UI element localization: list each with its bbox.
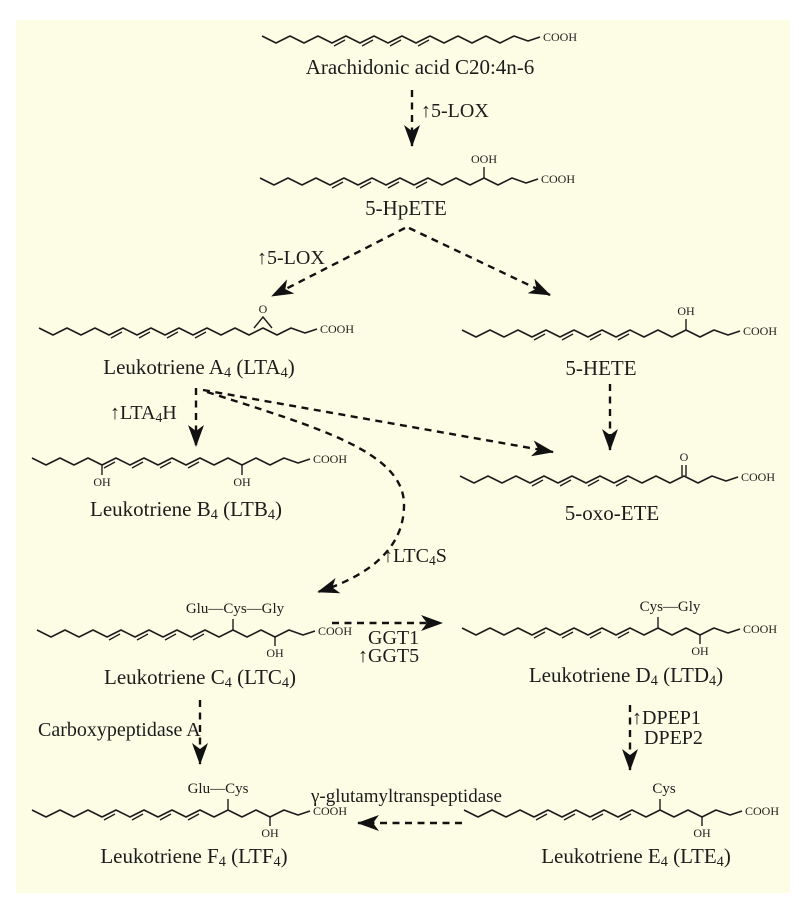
cooh-label: COOH: [313, 452, 347, 466]
lta4-structure: O COOH: [38, 302, 354, 339]
5hpete-structure: OOH COOH: [259, 152, 575, 189]
cooh-label: COOH: [541, 172, 575, 186]
cooh-label: COOH: [318, 624, 352, 638]
enzyme-ggt1: GGT1: [368, 627, 420, 649]
ltb4-structure: OH OH COOH: [31, 452, 347, 489]
carbon-chain: [463, 809, 743, 818]
enzyme-5lox-branch: ↑5-LOX: [257, 247, 325, 269]
carbon-chain: [261, 35, 541, 44]
5oxoete-structure: O COOH: [459, 450, 775, 487]
cooh-label: COOH: [320, 322, 354, 336]
oh-label-2: OH: [233, 475, 251, 489]
double-bonds: [533, 333, 630, 341]
cooh-label: COOH: [743, 622, 777, 636]
double-bonds: [108, 633, 205, 641]
ketone-o-label: O: [680, 450, 689, 464]
cooh-label: COOH: [741, 470, 775, 484]
epoxide-ring: [253, 315, 273, 329]
cooh-label: COOH: [745, 804, 779, 818]
ltb4-name: Leukotriene B4 (LTB4): [90, 497, 282, 524]
double-bonds: [110, 331, 207, 339]
cooh-label: COOH: [543, 30, 577, 44]
oh-label: OH: [266, 646, 284, 660]
ltd4-structure: Cys—Gly OH COOH: [461, 599, 777, 658]
arachidonic-acid-structure: COOH: [261, 30, 577, 47]
carbon-chain: [461, 627, 741, 636]
ltc4-name: Leukotriene C4 (LTC4): [104, 665, 296, 692]
lta4-name: Leukotriene A4 (LTA4): [103, 355, 295, 382]
double-bonds: [535, 813, 632, 821]
oh-label-1: OH: [93, 475, 111, 489]
5hete-structure: OH COOH: [461, 304, 777, 341]
arrow-5hpete-to-5hete: [408, 226, 551, 297]
double-bonds: [331, 181, 428, 189]
double-bonds: [103, 461, 200, 469]
diagram-background-panel: [16, 20, 790, 893]
oh-label: OH: [691, 644, 709, 658]
oh-label: OH: [693, 826, 711, 840]
carbon-chain: [461, 329, 741, 338]
lte4-name: Leukotriene E4 (LTE4): [541, 844, 731, 871]
carbon-chain: [259, 177, 539, 186]
enzyme-gamma-glutamyltranspeptidase: γ-glutamyltranspeptidase: [311, 786, 502, 807]
enzyme-lta4h: ↑LTA4H: [110, 402, 177, 425]
peptide-label: Glu—Cys: [188, 781, 249, 797]
enzyme-dpep2: DPEP2: [644, 727, 703, 749]
cooh-label: COOH: [313, 804, 347, 818]
peptide-label: Glu—Cys—Gly: [186, 601, 285, 617]
cooh-label: COOH: [743, 324, 777, 338]
5hete-name: 5-HETE: [565, 356, 637, 380]
epoxide-o-label: O: [259, 302, 268, 316]
double-bonds: [333, 39, 430, 47]
ketone-double-bond: [681, 465, 687, 476]
ltd4-name: Leukotriene D4 (LTD4): [528, 663, 724, 690]
peptide-label: Cys—Gly: [640, 599, 701, 615]
enzyme-carboxypeptidase-a: Carboxypeptidase A: [38, 719, 201, 741]
oh-label: OH: [261, 826, 279, 840]
arrow-lta4-to-5oxoete: [202, 388, 554, 457]
ltf4-name: Leukotriene F4 (LTF4): [100, 844, 288, 871]
oh-label: OH: [677, 304, 695, 318]
lte4-structure: Cys OH COOH: [463, 781, 779, 840]
carbon-chain: [31, 809, 311, 818]
double-bonds: [531, 479, 628, 487]
double-bonds: [533, 631, 630, 639]
5hpete-name: 5-HpETE: [365, 196, 447, 220]
arachidonic-acid-name: Arachidonic acid C20:4n-6: [305, 55, 535, 79]
arrow-lta4-to-ltc4: [206, 390, 406, 594]
ltf4-structure: Glu—Cys OH COOH: [31, 781, 347, 840]
5oxoete-name: 5-oxo-ETE: [564, 501, 660, 525]
carbon-chain: [38, 327, 318, 336]
enzyme-dpep1: ↑DPEP1: [632, 707, 701, 729]
ltc4-structure: Glu—Cys—Gly OH COOH: [36, 601, 352, 660]
peptide-label: Cys: [652, 781, 676, 797]
carbon-chain: [31, 457, 311, 466]
enzyme-5lox-top: ↑5-LOX: [421, 100, 489, 122]
enzyme-ggt5: ↑GGT5: [358, 645, 420, 667]
ooh-label: OOH: [471, 152, 497, 166]
carbon-chain: [36, 629, 316, 638]
double-bonds: [103, 813, 200, 821]
carbon-chain: [459, 475, 739, 484]
enzyme-ltc4s: ↑LTC4S: [383, 545, 447, 568]
